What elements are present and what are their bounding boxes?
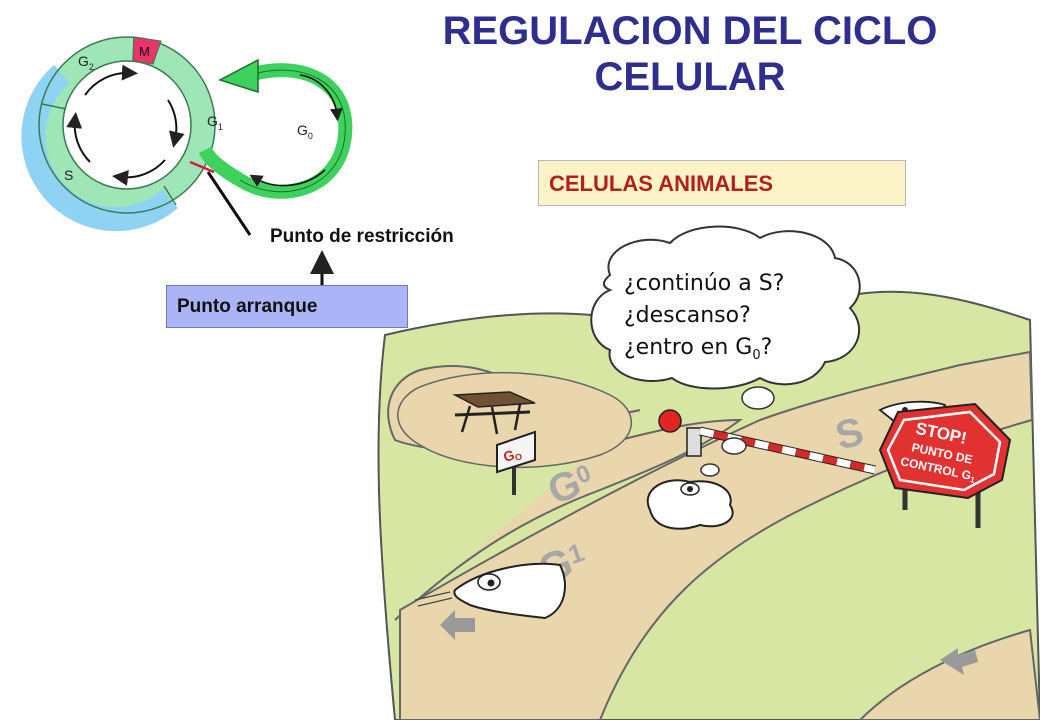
- thought-line-3: ¿entro en G0?: [624, 335, 772, 363]
- thought-dot-2: [721, 437, 747, 455]
- inner-arrow-3: [112, 159, 166, 186]
- restriction-pointer: [206, 171, 252, 236]
- cycle-outer-band: [39, 37, 215, 213]
- g0-loop-outline: [239, 69, 346, 193]
- animal-cells-box: CELULAS ANIMALES: [538, 160, 906, 206]
- thought-line-1: ¿continúo a S?: [624, 271, 784, 296]
- cycle-outline-outer: [38, 36, 216, 214]
- title-line-1: REGULACION DEL CICLO: [442, 9, 938, 53]
- page-title: REGULACION DEL CICLO CELULAR: [380, 8, 1000, 100]
- inner-arrow-4: [66, 112, 91, 163]
- g0-signpost: GO: [496, 430, 536, 495]
- road-arrow-right: [940, 648, 978, 675]
- restriction-point-label: Punto de restricción: [270, 226, 454, 247]
- divider-g2-s: [41, 103, 67, 110]
- road-arrow-left: [440, 610, 475, 640]
- g0-flow-arrow-1: [299, 74, 343, 122]
- m-phase-block: [132, 36, 162, 65]
- cycle-outline-inner: [62, 60, 192, 190]
- thought-cloud: [590, 225, 861, 390]
- label-g1: G1: [207, 113, 223, 132]
- label-g0: G0: [297, 122, 313, 141]
- thought-dot-3: [741, 386, 775, 410]
- thought-line-2: ¿descanso?: [624, 303, 751, 328]
- label-g2: G2: [78, 53, 94, 72]
- g0-sign-text: GO: [501, 445, 523, 466]
- cell-character-g1: [414, 562, 566, 620]
- thought-dot-1: [700, 463, 720, 477]
- label-m: M: [139, 44, 150, 59]
- start-point-box: Punto arranque: [166, 285, 408, 328]
- restriction-marker: [189, 160, 215, 174]
- cell-character-g0: [646, 479, 734, 530]
- checkpoint-barrier: [658, 409, 876, 475]
- inner-arrow-1: [84, 64, 138, 96]
- s-phase-band: [21, 64, 178, 232]
- divider-s-g1: [163, 185, 177, 206]
- stop-sign: STOP! PUNTO DE CONTROL G1: [878, 402, 1012, 528]
- inner-arrow-2: [167, 99, 185, 148]
- g0-entry-arrow: [218, 58, 259, 94]
- title-line-2: CELULAR: [594, 55, 786, 99]
- main-road: [399, 350, 1034, 720]
- label-s: S: [64, 167, 73, 183]
- picnic-table: [452, 391, 536, 435]
- cycle-center: [64, 62, 190, 188]
- cartoon-illustration: GO G0 G1 S: [377, 225, 1040, 720]
- g0-flow-arrow-2: [249, 169, 326, 187]
- cell-cycle-diagram: M G2 G1 S G0: [21, 36, 353, 236]
